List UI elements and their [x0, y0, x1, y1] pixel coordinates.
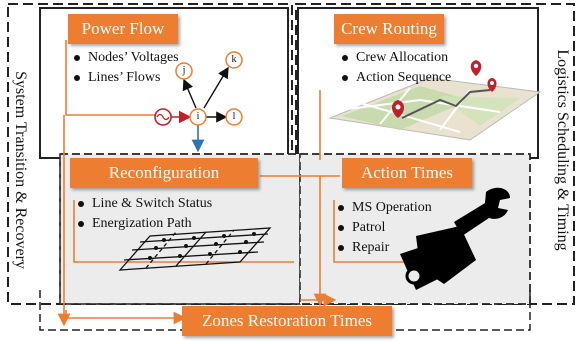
reconfiguration-item: Energization Path: [76, 214, 212, 234]
reconfig-items-bracket: [73, 200, 294, 263]
action-times-title: Action Times: [342, 158, 472, 188]
node-label-l: l: [232, 111, 236, 122]
node-k: [225, 51, 243, 69]
action-times-item: Patrol: [336, 218, 432, 238]
orange-connectors: [57, 40, 420, 327]
action-items-bracket: [333, 200, 420, 263]
left-side-label: System Transition & Recovery: [12, 71, 29, 269]
power-flow-item: Nodes’ Voltages: [72, 48, 179, 68]
reconfiguration-list: Line & Switch Status Energization Path: [76, 194, 212, 234]
action-times-item: MS Operation: [336, 198, 432, 218]
node-l: [225, 108, 243, 126]
node-i: [189, 108, 207, 126]
power-flow-feed: [65, 40, 172, 116]
location-pin-icon: [392, 100, 404, 118]
power-flow-title: Power Flow: [68, 14, 178, 44]
crew-routing-list: Crew Allocation Action Sequence: [340, 48, 451, 88]
right-side-label: Logistics Scheduling & Timing: [554, 49, 571, 251]
location-pin-icon-3: [487, 78, 497, 92]
node-label-i: i: [196, 111, 200, 122]
crew-routing-title: Crew Routing: [334, 14, 444, 44]
node-label-k: k: [231, 54, 237, 65]
wrench-hand-icon: [400, 187, 510, 290]
distribution-grid-icon: [118, 227, 272, 271]
power-flow-list: Nodes’ Voltages Lines’ Flows: [72, 48, 179, 88]
grid-nodes: [148, 232, 256, 260]
action-times-list: MS Operation Patrol Repair: [336, 198, 432, 258]
zones-restoration-title: Zones Restoration Times: [182, 306, 392, 336]
crew-routing-item: Crew Allocation: [340, 48, 451, 68]
node-j: [175, 62, 193, 80]
power-flow-item: Lines’ Flows: [72, 68, 179, 88]
power-network-icon: [154, 51, 243, 153]
node-label-j: j: [182, 65, 186, 76]
action-times-item: Repair: [336, 238, 432, 258]
crew-routing-item: Action Sequence: [340, 68, 451, 88]
reconfiguration-title: Reconfiguration: [70, 158, 258, 188]
map-route-icon: [328, 60, 542, 141]
reconfiguration-item: Line & Switch Status: [76, 194, 212, 214]
location-pin-icon-2: [470, 60, 482, 76]
